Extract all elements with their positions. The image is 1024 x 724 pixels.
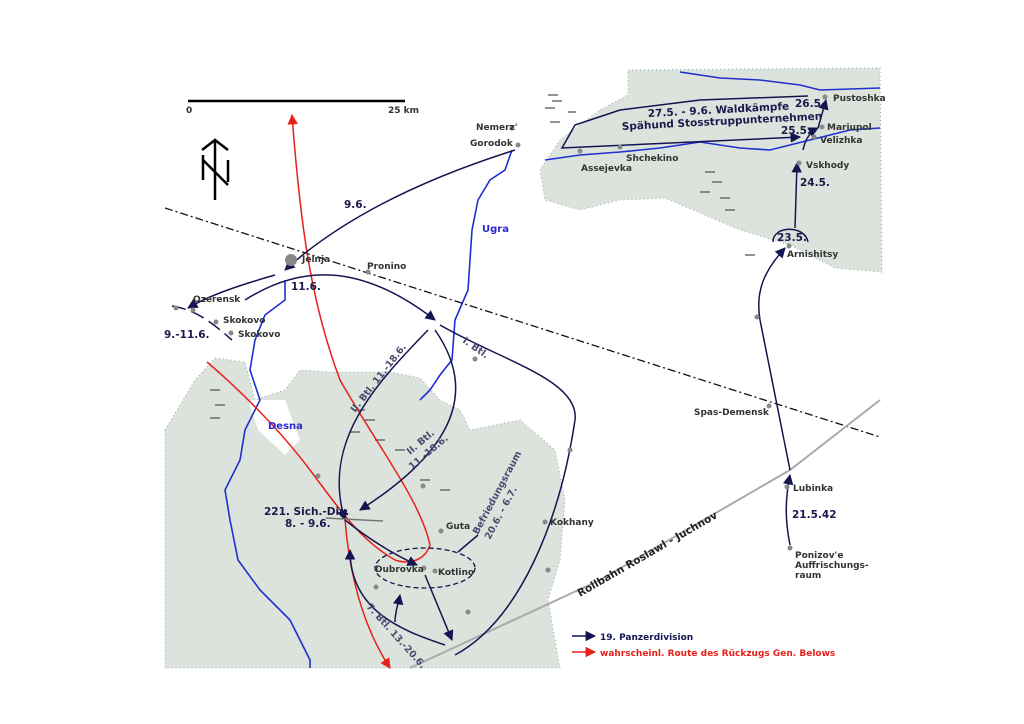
place-ponizove: Ponizov'e [795,551,843,561]
date-23-5: 23.5. [777,232,807,244]
arrow-iibtl-b [359,329,457,511]
place-dubrovka: Dubrovka [375,565,424,575]
arrow-waldkaempfe [560,95,809,149]
place-guta: Guta [446,522,470,532]
place-arnishitsy: Arnishitsy [787,250,838,260]
arrow-dubrovka-south [424,574,454,641]
place-pronino: Pronino [367,262,406,272]
arc-23-5 [772,228,809,243]
place-shchekino: Shchekino [626,154,678,164]
arrow-gorodok-jelnja [284,149,516,271]
arrow-mariupol [802,127,819,151]
river-label-desna: Desna [268,421,303,432]
marsh-symbols [210,94,755,491]
forest-northeast [539,67,883,273]
division-line [325,517,384,522]
arrow-lubinka [782,473,794,546]
river-desna [224,280,311,668]
red-route-south [344,519,391,669]
legend-panzerdivision: 19. Panzerdivision [600,633,693,643]
place-spas-demensk: Spas-Demensk [694,408,770,418]
arrow-to-ibtl [244,274,436,321]
place-lubinka: Lubinka [793,484,833,494]
river-north [679,71,881,91]
place-pustoshka: Pustoshka [833,94,886,104]
arrow-arnishitsy [758,247,786,321]
arrow-7btl [344,548,446,646]
place-nemerz: Nemerz' [476,123,518,133]
river-label-ugra: Ugra [482,224,509,235]
place-raum: raum [795,571,821,581]
date-24-5: 24.5. [800,177,830,189]
place-skokovo-1: Skokovo [223,316,265,326]
arrow-iibtl-a [337,329,429,522]
red-route-north [287,113,431,546]
arrow-vskhody [791,161,802,229]
scale-end: 25 km [388,106,419,116]
place-assejevka: Assejevka [581,164,632,174]
label-221-sich-div: 221. Sich.-Div. [264,506,349,518]
place-kokhany: Kokhany [550,518,594,528]
date-9-11-6: 9.-11.6. [164,329,210,341]
place-skokovo-2: Skokovo [238,330,280,340]
date-11-6: 11.6. [291,281,321,293]
arrow-jelnja-ozerensk [187,274,276,309]
legend-rueckzug-route: wahrscheinl. Route des Rückzugs Gen. Bel… [600,649,835,659]
arrow-to-dubrovka [344,519,418,566]
arrow-ibtl [439,324,576,656]
place-vskhody: Vskhody [806,161,849,171]
place-ozerensk: Ozerensk [193,295,241,305]
arc-skokovo [171,305,233,341]
date-25-5: 25.5. [781,125,811,137]
date-26-5: 26.5. [795,98,825,110]
arrow-up-dubrovka [392,593,404,623]
date-21-5-42: 21.5.42 [792,509,837,521]
place-kotlino: Kotlino [438,568,474,578]
label-rollbahn: Rollbahn Roslawl - Juchnov [576,509,720,599]
place-mariupol: Mariupol [827,123,872,133]
befr-leader [457,534,479,553]
arrow-pustoshka [817,98,829,129]
place-velizhka: Velizhka [820,136,862,146]
place-gorodok: Gorodok [470,139,514,149]
river-ne [544,127,881,161]
legend: 19. Panzerdivision wahrscheinl. Route de… [572,630,835,659]
place-auffrischungs: Auffrischungs- [795,561,869,571]
date-9-6: 9.6. [344,199,367,211]
road-roslawl-juchnov [409,399,881,669]
river-ugra [419,149,513,401]
north-arrow-icon [201,138,230,200]
scale-zero: 0 [186,106,192,116]
label-221-dates: 8. - 9.6. [285,518,331,530]
boundary-line [164,207,881,438]
befriedungsraum-area [374,547,476,589]
arrow-lubinka-north [759,319,791,471]
place-jelnja: Jelnja [301,255,330,265]
place-dots [173,94,828,615]
